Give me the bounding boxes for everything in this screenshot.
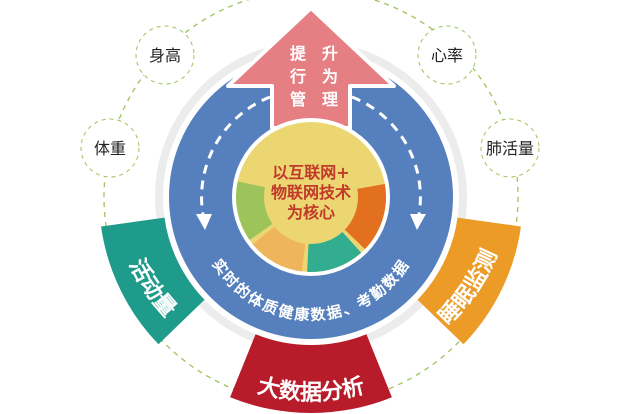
band-sleep: [417, 217, 521, 345]
arrow-char: 为: [322, 67, 338, 86]
metric-heart-rate: 心率: [417, 25, 477, 85]
arrowhead-right-icon: [410, 214, 426, 230]
arrow-char: 理: [322, 90, 338, 109]
core-line-2: 物联网技术: [271, 183, 351, 202]
arrow-char: 行: [289, 67, 306, 86]
metric-label: 肺活量: [486, 139, 534, 158]
arrowhead-left-icon: [196, 214, 212, 230]
metric-lung-capacity: 肺活量: [480, 118, 540, 178]
arrow-char: 提: [290, 44, 307, 63]
core-inner: [264, 150, 358, 244]
core-slice-dark-orange: [342, 183, 387, 250]
metric-height: 身高: [135, 25, 195, 85]
core-slice-light-orange: [252, 224, 306, 272]
arrow-char: 管: [290, 90, 306, 109]
band-big-data: [230, 334, 392, 413]
core-line-1: 以互联网+: [272, 163, 349, 182]
dashed-arrow-right: [351, 95, 422, 216]
core-line-3: 为核心: [287, 203, 335, 222]
outer-dashed-circle: [103, 0, 519, 405]
metric-label: 身高: [149, 46, 181, 65]
metric-weight: 体重: [80, 118, 140, 178]
metric-label: 心率: [431, 46, 463, 65]
arrow-char: 升: [322, 44, 338, 63]
metric-label: 体重: [94, 139, 126, 158]
dashed-arrow-left: [200, 95, 271, 216]
band-activity: [101, 217, 205, 345]
